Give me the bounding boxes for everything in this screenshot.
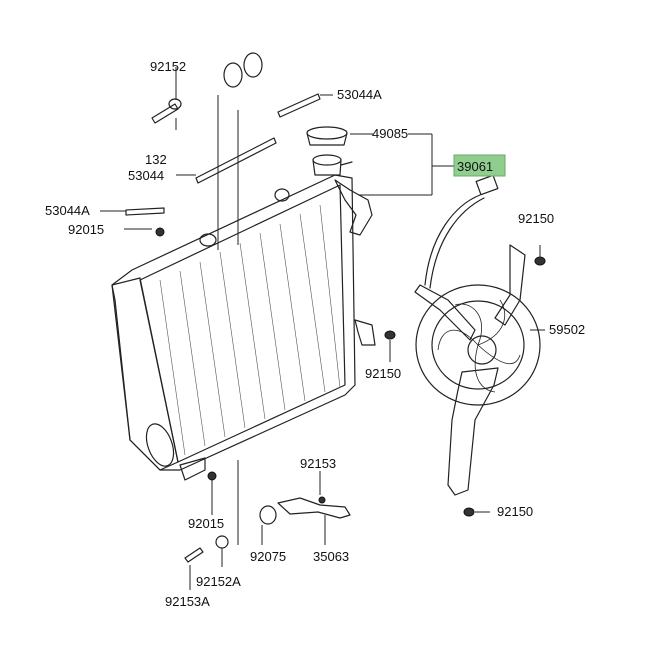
radiator-core — [111, 174, 376, 471]
grommets-92152 — [151, 52, 263, 124]
label-53044a-left: 53044A — [45, 203, 90, 218]
part-labels: 92152 53044A 49085 39061 132 53044 53044… — [45, 59, 585, 609]
fan-wire-harness — [424, 174, 499, 289]
highlight-39061 — [453, 154, 506, 177]
label-92150-mid: 92150 — [365, 366, 401, 381]
bolts-92150 — [155, 227, 546, 517]
label-92153a: 92153A — [165, 594, 210, 609]
leader-lines — [100, 67, 545, 590]
label-92015-top: 92015 — [68, 222, 104, 237]
radiator-fins — [159, 204, 341, 456]
mounting-rods — [125, 93, 321, 216]
radiator-cap — [306, 126, 353, 176]
fan-assembly — [414, 244, 541, 496]
label-92075: 92075 — [250, 549, 286, 564]
label-39061: 39061 — [457, 159, 493, 174]
label-92152a: 92152A — [196, 574, 241, 589]
label-35063: 35063 — [313, 549, 349, 564]
label-92152-top: 92152 — [150, 59, 186, 74]
label-92150-bottom: 92150 — [497, 504, 533, 519]
label-92015-bottom: 92015 — [188, 516, 224, 531]
label-53044: 53044 — [128, 168, 164, 183]
label-132: 132 — [145, 152, 167, 167]
label-53044a-top: 53044A — [337, 87, 382, 102]
label-59502: 59502 — [549, 322, 585, 337]
label-92150-right-top: 92150 — [518, 211, 554, 226]
bottom-mount-parts — [179, 457, 351, 563]
label-92153: 92153 — [300, 456, 336, 471]
label-49085: 49085 — [372, 126, 408, 141]
